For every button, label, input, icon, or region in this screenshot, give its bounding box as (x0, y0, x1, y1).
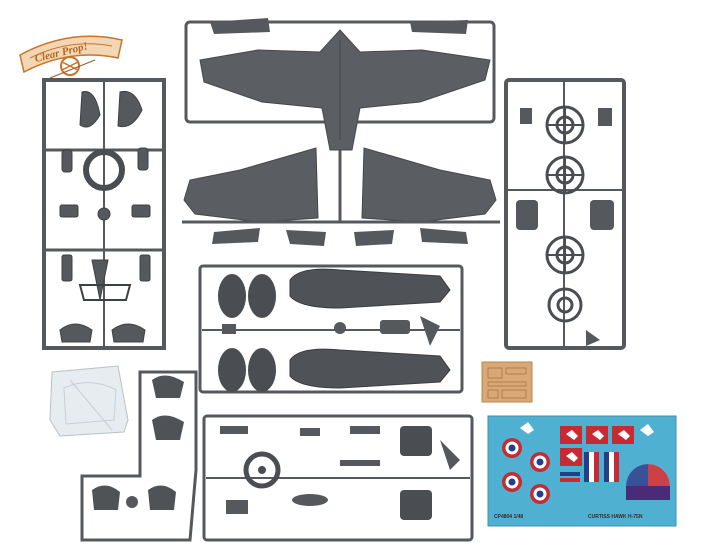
sprue-left-cockpit (42, 78, 166, 350)
sprue-fuselage (198, 264, 464, 394)
sprue-lower-wing (184, 18, 496, 151)
sprue-landing-gear (80, 370, 198, 542)
tail-marking-decal (626, 464, 670, 500)
clear-prop-logo: Clear Prop! (19, 35, 123, 79)
stripe-decals (560, 452, 619, 482)
sprue-details (202, 414, 474, 542)
emblem-decals (520, 422, 654, 466)
decal-sheet: CP4804 1/48 CURTISS HAWK H-75N (487, 415, 677, 527)
sprue-right-engine (504, 78, 626, 350)
clear-sprue (49, 365, 129, 437)
decal-title-label: CURTISS HAWK H-75N (588, 514, 643, 520)
sprue-upper-wings (182, 147, 500, 246)
photo-etch-fret (481, 361, 533, 403)
roundel-decals (502, 438, 550, 504)
decal-catalog-label: CP4804 1/48 (494, 514, 523, 520)
